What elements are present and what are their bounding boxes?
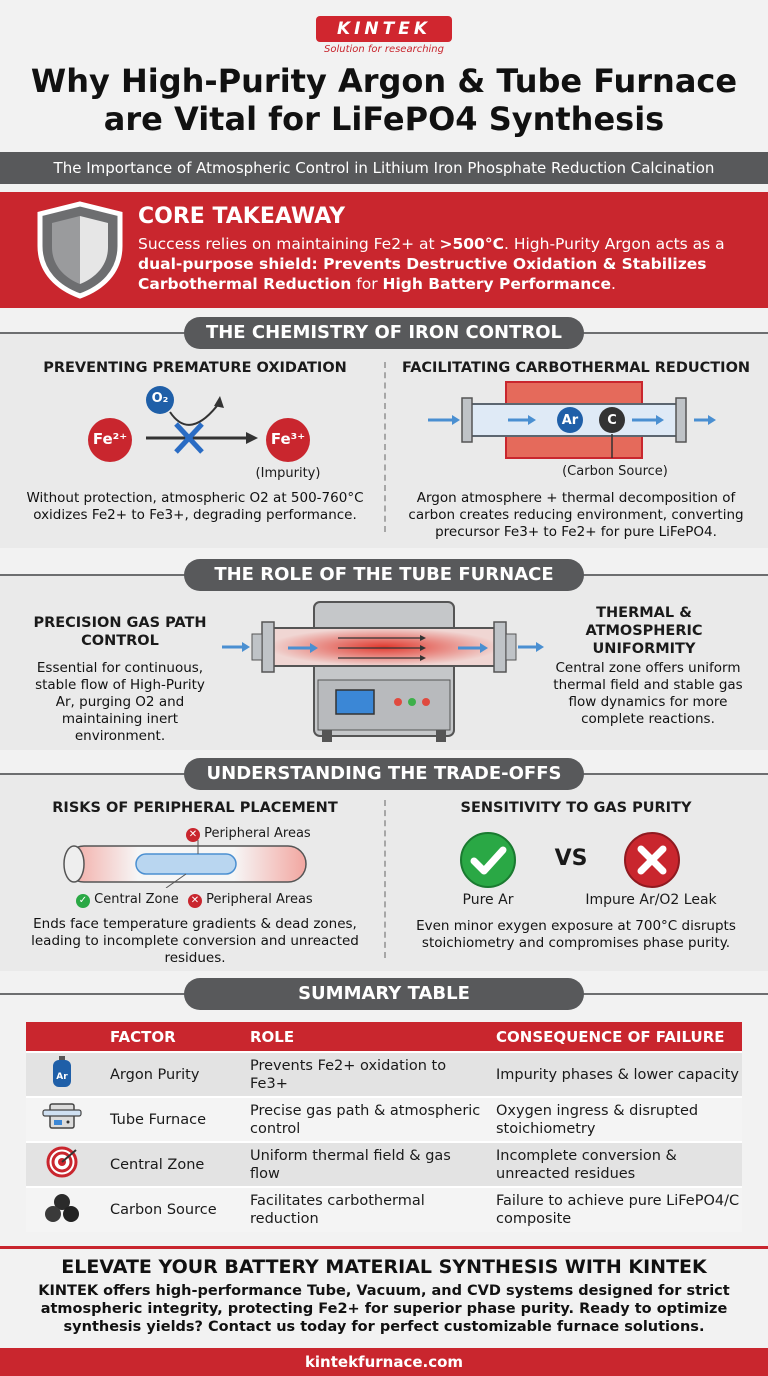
oxidation-title: PREVENTING PREMATURE OXIDATION — [43, 360, 347, 376]
table-cell-icon — [26, 1141, 98, 1187]
table-cell-consequence: Failure to achieve pure LiFePO4/C compos… — [484, 1186, 742, 1232]
gas-path-title: PRECISION GAS PATH CONTROL — [33, 615, 207, 649]
column-divider — [384, 362, 386, 532]
carbon-atom-icon: C — [607, 413, 617, 428]
table-header-factor: FACTOR — [98, 1022, 238, 1052]
furnace-section-title: THE ROLE OF THE TUBE FURNACE — [184, 559, 584, 591]
argon-cylinder-label: Ar — [56, 1072, 68, 1082]
carbothermal-title: FACILITATING CARBOTHERMAL REDUCTION — [401, 360, 751, 376]
impurity-label: (Impurity) — [255, 466, 321, 481]
target-icon — [46, 1146, 78, 1178]
peripheral-top-label: ✕ Peripheral Areas — [186, 826, 326, 842]
core-takeaway-title: CORE TAKEAWAY — [138, 204, 346, 229]
shield-icon — [37, 201, 123, 299]
core-text-part: for — [351, 275, 383, 293]
core-takeaway-panel — [0, 192, 768, 308]
x-circle-icon: ✕ — [188, 894, 202, 908]
table-cell-factor: Argon Purity — [98, 1051, 238, 1097]
table-cell-icon: Ar — [26, 1051, 98, 1097]
table-cell-factor: Central Zone — [98, 1141, 238, 1187]
check-circle-icon: ✓ — [76, 894, 90, 908]
cta-panel — [0, 1246, 768, 1348]
table-header-row: FACTOR ROLE CONSEQUENCE OF FAILURE — [26, 1022, 742, 1052]
peripheral-bottom-label: ✕ Peripheral Areas — [188, 892, 328, 908]
core-text-part: . — [610, 275, 616, 293]
gas-purity-text: Even minor exygen exposure at 700°C disr… — [416, 918, 736, 951]
summary-section-title: SUMMARY TABLE — [184, 978, 584, 1010]
tube-zones-diagram — [63, 840, 307, 888]
central-zone-label: ✓ Central Zone — [76, 892, 186, 908]
fe3-ion-label: Fe³⁺ — [270, 430, 306, 448]
summary-table: FACTOR ROLE CONSEQUENCE OF FAILURE Ar Ar… — [26, 1022, 742, 1232]
chemistry-section-title: THE CHEMISTRY OF IRON CONTROL — [184, 317, 584, 349]
table-cell-role: Facilitates carbothermal reduction — [238, 1186, 484, 1232]
pure-argon-label: Pure Ar — [462, 892, 514, 908]
core-text-part: . High-Purity Argon acts as a — [503, 235, 725, 253]
table-cell-icon — [26, 1096, 98, 1142]
table-row: Ar Argon Purity Prevents Fe2+ oxidation … — [26, 1051, 742, 1097]
gas-purity-title: SENSITIVITY TO GAS PURITY — [460, 800, 692, 816]
impure-gas-label: Impure Ar/O2 Leak — [585, 892, 717, 908]
title-line-2: are Vital for LiFePO4 Synthesis — [103, 100, 665, 138]
argon-cylinder-icon: Ar — [53, 1056, 71, 1087]
table-cell-consequence: Oxygen ingress & disrupted stoichiometry — [484, 1096, 742, 1142]
table-header-consequence: CONSEQUENCE OF FAILURE — [484, 1022, 742, 1052]
table-row: Central Zone Uniform thermal field & gas… — [26, 1141, 742, 1187]
tradeoffs-section-title: UNDERSTANDING THE TRADE-OFFS — [184, 758, 584, 790]
impure-gas-x-icon — [624, 832, 680, 888]
carbothermal-text: Argon atmosphere + thermal decomposition… — [408, 490, 744, 540]
table-cell-role: Prevents Fe2+ oxidation to Fe3+ — [238, 1051, 484, 1097]
peripheral-title: RISKS OF PERIPHERAL PLACEMENT — [52, 800, 338, 816]
core-text-part: Success relies on maintaining Fe2+ at — [138, 235, 440, 253]
table-cell-role: Uniform thermal field & gas flow — [238, 1141, 484, 1187]
uniformity-title: THERMAL & ATMOSPHERIC UNIFORMITY — [585, 605, 703, 657]
subtitle-bar: The Importance of Atmospheric Control in… — [0, 152, 768, 184]
carbon-source-label: (Carbon Source) — [562, 464, 668, 479]
table-cell-consequence: Impurity phases & lower capacity — [484, 1051, 742, 1097]
tube-furnace-illustration — [222, 601, 544, 742]
argon-atom-icon: Ar — [561, 413, 579, 428]
core-text-bold: dual-purpose shield: Prevents Destructiv… — [138, 255, 707, 293]
title-line-1: Why High-Purity Argon & Tube Furnace — [30, 62, 738, 100]
oxidation-diagram — [88, 386, 310, 462]
table-header-icon — [26, 1022, 98, 1052]
table-cell-consequence: Incomplete conversion & unreacted residu… — [484, 1141, 742, 1187]
x-circle-icon: ✕ — [186, 828, 200, 842]
table-cell-role: Precise gas path & atmospheric control — [238, 1096, 484, 1142]
cta-text: KINTEK offers high-performance Tube, Vac… — [38, 1283, 730, 1335]
table-cell-icon — [26, 1186, 98, 1232]
column-divider — [384, 800, 386, 958]
brand-logo: KINTEK — [316, 16, 452, 42]
uniformity-text: Central zone offers uniform thermal fiel… — [553, 660, 743, 727]
peripheral-bottom-text: Peripheral Areas — [206, 892, 313, 907]
page-title: Why High-Purity Argon & Tube Furnace are… — [20, 62, 748, 138]
central-zone-text: Central Zone — [94, 892, 179, 907]
oxidation-text: Without protection, atmospheric O2 at 50… — [26, 490, 364, 523]
peripheral-top-text: Peripheral Areas — [204, 826, 311, 841]
carbon-lumps-icon — [45, 1193, 79, 1222]
cta-title: ELEVATE YOUR BATTERY MATERIAL SYNTHESIS … — [61, 1256, 707, 1278]
table-row: Tube Furnace Precise gas path & atmosphe… — [26, 1096, 742, 1142]
table-cell-factor: Carbon Source — [98, 1186, 238, 1232]
core-text-highlight: >500°C — [439, 235, 504, 253]
table-row: Carbon Source Facilitates carbothermal r… — [26, 1186, 742, 1232]
carbothermal-tube-diagram — [428, 381, 716, 459]
peripheral-text: Ends face temperature gradients & dead z… — [31, 916, 359, 966]
o2-molecule-icon: O₂ — [151, 391, 169, 406]
website-link[interactable]: kintekfurnace.com — [0, 1348, 768, 1376]
pure-argon-check-icon — [460, 832, 516, 888]
tube-furnace-icon — [42, 1103, 82, 1129]
fe2-ion-label: Fe²⁺ — [92, 430, 128, 448]
vs-label: VS — [554, 846, 588, 871]
core-takeaway-text: Success relies on maintaining Fe2+ at >5… — [138, 234, 748, 294]
gas-path-text: Essential for continuous, stable flow of… — [35, 660, 205, 744]
table-header-role: ROLE — [238, 1022, 484, 1052]
core-text-bold: High Battery Performance — [382, 275, 611, 293]
brand-tagline: Solution for researching — [323, 44, 444, 55]
table-cell-factor: Tube Furnace — [98, 1096, 238, 1142]
